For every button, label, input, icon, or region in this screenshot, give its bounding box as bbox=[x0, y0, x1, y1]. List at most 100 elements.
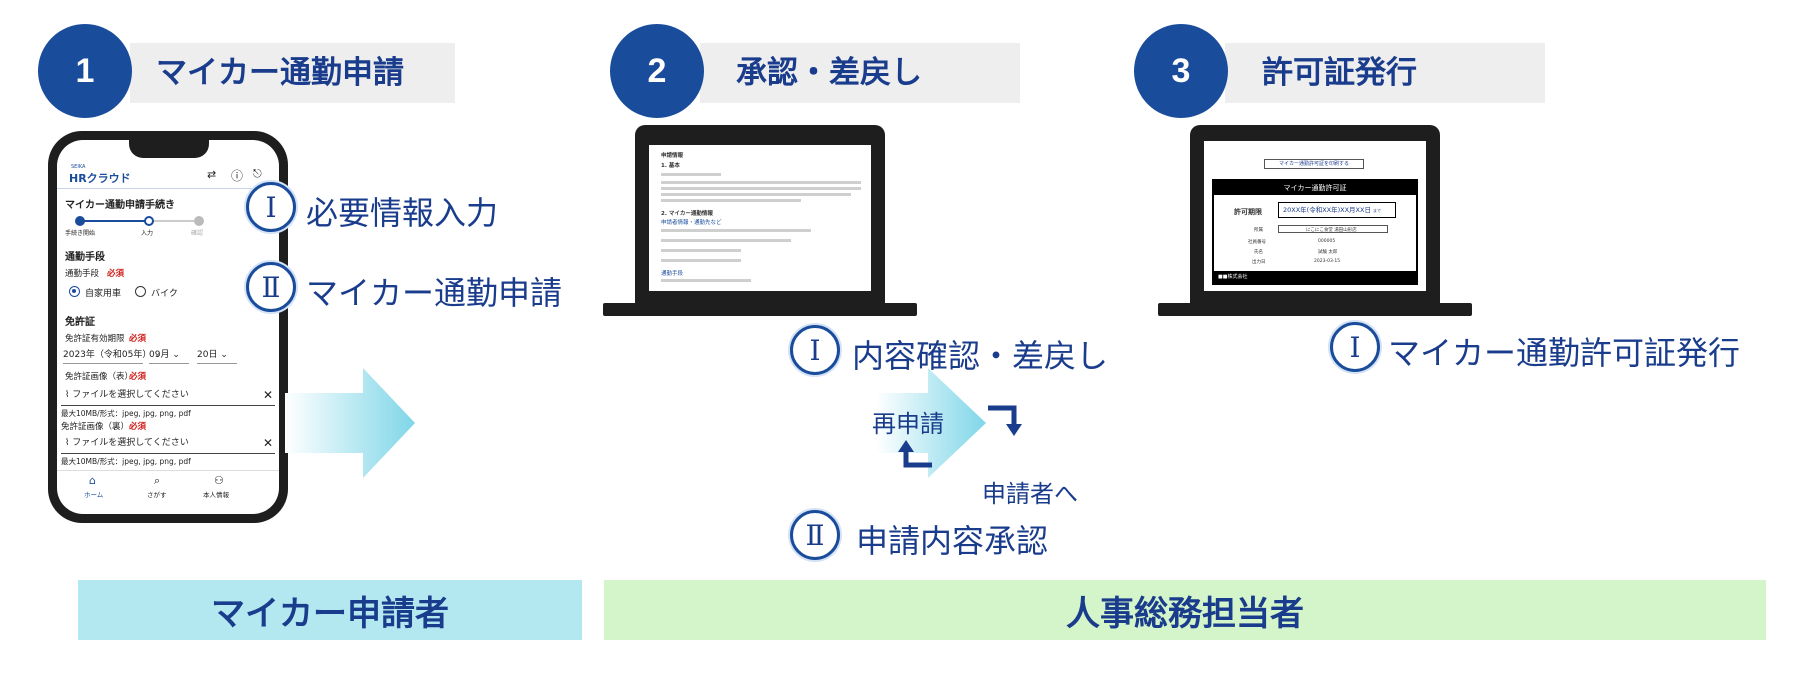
progress-label-input: 入力 bbox=[141, 230, 154, 237]
step1-item2-label: マイカー通勤申請 bbox=[306, 274, 563, 312]
step2-title: 承認・差戻し bbox=[736, 55, 922, 91]
role-applicant-label: マイカー申請者 bbox=[211, 593, 449, 634]
period-value: 20XX年(令和XX年)XX月XX日 bbox=[1283, 206, 1371, 214]
step1-item1-label: 必要情報入力 bbox=[306, 194, 499, 232]
section-commute: 通勤手段 bbox=[65, 252, 105, 263]
day-select-value: 20日 bbox=[197, 350, 218, 360]
step2-number-badge: 2 bbox=[610, 24, 704, 118]
permit-row-value: 000005 bbox=[1318, 239, 1336, 244]
step1-title: マイカー通勤申請 bbox=[156, 55, 404, 91]
person-icon: ⚇ bbox=[214, 474, 224, 487]
license-back-label: 免許証画像（裏） bbox=[61, 422, 130, 432]
license-front-required: 必須 bbox=[129, 372, 147, 382]
permit-card: マイカー通勤許可証 許可期限 20XX年(令和XX年)XX月XX日 まで 所属 … bbox=[1212, 179, 1418, 285]
print-permit-button[interactable]: マイカー通勤許可証を印刷する bbox=[1264, 159, 1364, 169]
print-permit-button-label: マイカー通勤許可証を印刷する bbox=[1278, 161, 1349, 167]
step3-header-band bbox=[1225, 43, 1545, 103]
step3-item1-label: マイカー通勤許可証発行 bbox=[1388, 334, 1741, 372]
license-front-label: 免許証画像（表） bbox=[65, 372, 134, 382]
reapply-label: 再申請 bbox=[872, 410, 944, 438]
doc-title: 申請情報 bbox=[661, 153, 684, 159]
step1-header-band bbox=[130, 43, 455, 103]
step2-header-band bbox=[700, 43, 1020, 103]
resubmit-loop-arrow bbox=[876, 368, 1022, 478]
permit-row-label: 所属 bbox=[1254, 228, 1263, 233]
step1-item2-numeral: Ⅱ bbox=[246, 262, 296, 312]
switch-icon[interactable]: ⇄ bbox=[207, 168, 217, 181]
radio-car[interactable] bbox=[69, 286, 80, 297]
day-select[interactable]: 20日 ⌄ bbox=[197, 346, 237, 364]
close-icon[interactable]: ✕ bbox=[262, 436, 273, 450]
doc-line bbox=[661, 187, 861, 190]
nav-search[interactable]: さがす bbox=[147, 491, 167, 499]
laptop-permit-screen: マイカー通勤許可証を印刷する マイカー通勤許可証 許可期限 20XX年(令和XX… bbox=[1190, 125, 1440, 303]
doc-line bbox=[661, 279, 751, 282]
file-input-front[interactable]: ⌇ ファイルを選択してください ✕ bbox=[61, 384, 275, 406]
doc-line bbox=[661, 239, 791, 242]
period-label: 許可期限 bbox=[1234, 208, 1262, 216]
doc-subsection: 申請者情報・通勤先など bbox=[661, 220, 722, 226]
progress-dot-start bbox=[75, 216, 85, 226]
doc-line bbox=[661, 181, 861, 184]
permit-row-label: 出力日 bbox=[1252, 260, 1266, 265]
brand-logo-small: SEIKA bbox=[71, 164, 86, 170]
year-select[interactable]: 2023年（令和05年） ⌄ bbox=[63, 346, 162, 364]
paperclip-icon: ⌇ bbox=[65, 390, 70, 400]
doc-line bbox=[661, 259, 741, 262]
step2-item1-label: 内容確認・差戻し bbox=[852, 337, 1109, 375]
file-input-back[interactable]: ⌇ ファイルを選択してください ✕ bbox=[61, 432, 275, 454]
permit-row-label: 氏名 bbox=[1254, 250, 1263, 255]
chevron-down-icon: ⌄ bbox=[154, 350, 162, 360]
section-license: 免許証 bbox=[65, 317, 95, 328]
step3-title: 許可証発行 bbox=[1262, 55, 1417, 91]
logout-icon[interactable]: ⎋ bbox=[253, 167, 262, 180]
header-divider bbox=[57, 188, 279, 189]
brand-logo: HRクラウド bbox=[69, 172, 131, 185]
license-expiry-required: 必須 bbox=[129, 334, 147, 344]
permit-header-text: マイカー通勤許可証 bbox=[1283, 184, 1347, 192]
year-select-value: 2023年（令和05年） bbox=[63, 350, 152, 360]
radio-bike-label: バイク bbox=[151, 289, 178, 299]
help-icon[interactable]: ⓘ bbox=[231, 169, 244, 183]
progress-track bbox=[79, 220, 199, 222]
file-input-back-placeholder: ファイルを選択してください bbox=[72, 438, 189, 448]
doc-line bbox=[661, 229, 811, 232]
nav-home[interactable]: ホーム bbox=[84, 491, 104, 499]
paperclip-icon: ⌇ bbox=[65, 438, 70, 448]
step2-item1-numeral: Ⅰ bbox=[790, 325, 840, 375]
doc-line bbox=[661, 173, 721, 176]
file-input-front-placeholder: ファイルを選択してください bbox=[72, 390, 189, 400]
period-suffix: まで bbox=[1373, 208, 1382, 213]
phone-notch bbox=[129, 140, 209, 158]
doc-line bbox=[661, 249, 741, 252]
permit-footer: ■■株式会社 bbox=[1214, 271, 1416, 283]
chevron-down-icon: ⌄ bbox=[172, 350, 180, 360]
file-hint-front: 最大10MB/形式：jpeg, jpg, png, pdf bbox=[61, 409, 191, 418]
doc-section1: 1. 基本 bbox=[661, 163, 680, 169]
step2-item2-numeral: Ⅱ bbox=[790, 510, 840, 560]
commute-required-badge: 必須 bbox=[107, 269, 125, 279]
permit-header: マイカー通勤許可証 bbox=[1214, 181, 1416, 195]
commute-label: 通勤手段 bbox=[65, 269, 100, 279]
step2-item2-label: 申請内容承認 bbox=[856, 522, 1049, 560]
close-icon[interactable]: ✕ bbox=[262, 388, 273, 402]
month-select[interactable]: 09月 ⌄ bbox=[149, 346, 189, 364]
radio-bike[interactable] bbox=[135, 286, 146, 297]
approval-document: 申請情報 1. 基本 2. マイカー通勤情報 申請者情報・通勤先など 通勤手段 bbox=[649, 145, 871, 291]
flow-arrow-right bbox=[285, 368, 415, 478]
period-value-box: 20XX年(令和XX年)XX月XX日 まで bbox=[1278, 202, 1396, 218]
nav-profile[interactable]: 本人情報 bbox=[203, 491, 229, 499]
step3-item1-numeral: Ⅰ bbox=[1330, 322, 1380, 372]
laptop-approval-screen: 申請情報 1. 基本 2. マイカー通勤情報 申請者情報・通勤先など 通勤手段 bbox=[635, 125, 885, 303]
month-select-value: 09月 bbox=[149, 350, 170, 360]
to-applicant-label: 申請者へ bbox=[982, 480, 1078, 508]
role-hr-bar: 人事総務担当者 bbox=[604, 580, 1766, 640]
progress-label-confirm: 確認 bbox=[191, 230, 204, 237]
doc-section2: 2. マイカー通勤情報 bbox=[661, 211, 713, 217]
permit-company: ■■株式会社 bbox=[1218, 274, 1248, 280]
laptop-permit-base bbox=[1158, 303, 1472, 316]
progress-track-rest bbox=[149, 220, 199, 222]
laptop-approval-base bbox=[603, 303, 917, 316]
home-icon: ⌂ bbox=[89, 474, 96, 487]
permit-row-value: 試験 太郎 bbox=[1318, 250, 1338, 255]
